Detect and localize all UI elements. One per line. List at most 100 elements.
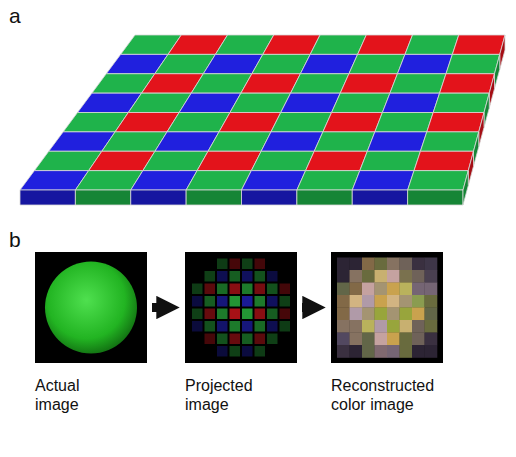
- reconstructed-pixel: [337, 295, 350, 308]
- reconstructed-pixel: [350, 320, 363, 333]
- sensor-pixel: [255, 309, 266, 320]
- image-ground: [35, 252, 147, 363]
- reconstructed-pixel: [387, 295, 400, 308]
- reconstructed-pixel: [425, 283, 438, 296]
- sensor-pixel: [192, 321, 203, 332]
- reconstructed-pixel: [350, 270, 363, 283]
- filter-cell: [300, 54, 357, 73]
- block-arrow: [302, 303, 314, 312]
- filter-cell: [340, 74, 397, 93]
- filter-cell: [281, 93, 340, 112]
- image-panel: Reconstructed color image: [331, 252, 443, 363]
- sensor-pixel: [217, 321, 228, 332]
- filter-side-face: [463, 171, 468, 205]
- filter-cell: [197, 151, 261, 170]
- reconstructed-pixel: [412, 295, 425, 308]
- filter-front-face: [186, 190, 241, 205]
- filter-cell: [208, 132, 271, 151]
- sensor-pixel: [242, 296, 253, 307]
- reconstructed-pixel: [337, 320, 350, 333]
- sensor-pixel: [192, 296, 203, 307]
- reconstructed-pixel: [412, 320, 425, 333]
- reconstructed-pixel: [362, 283, 375, 296]
- filter-cell: [332, 93, 390, 112]
- sensor-pixel: [217, 259, 228, 270]
- filter-cell: [420, 132, 478, 151]
- sensor-pixel: [217, 346, 228, 357]
- reconstructed-pixel: [350, 345, 363, 358]
- sensor-pixel: [242, 334, 253, 345]
- filter-cell: [306, 151, 368, 170]
- filter-cell: [382, 93, 439, 112]
- filter-side-face: [495, 54, 500, 88]
- reconstructed-pixel: [350, 295, 363, 308]
- reconstructed-pixel: [337, 333, 350, 346]
- sensor-pixel: [242, 321, 253, 332]
- reconstructed-pixel: [425, 320, 438, 333]
- reconstructed-pixel: [400, 320, 413, 333]
- image-picture: [35, 252, 147, 363]
- filter-cell: [405, 35, 459, 54]
- reconstructed-pixel: [400, 258, 413, 271]
- filter-cell: [219, 113, 281, 132]
- reconstructed-pixel: [362, 258, 375, 271]
- reconstructed-pixel: [425, 270, 438, 283]
- filter-cell: [230, 93, 291, 112]
- sensor-pixel: [255, 321, 266, 332]
- filter-front-face: [75, 190, 130, 205]
- filter-front-face: [408, 190, 463, 205]
- sensor-pixel: [255, 284, 266, 295]
- reconstructed-pixel: [400, 295, 413, 308]
- panel-letter: b: [9, 228, 21, 252]
- reconstructed-pixel: [425, 295, 438, 308]
- sensor-pixel: [230, 271, 241, 282]
- sensor-pixel: [192, 284, 203, 295]
- sensor-pixel: [255, 346, 266, 357]
- reconstructed-pixel: [362, 308, 375, 321]
- filter-cell: [367, 132, 426, 151]
- reconstructed-pixel: [375, 270, 388, 283]
- sensor-pixel: [230, 334, 241, 345]
- filter-cell: [310, 35, 366, 54]
- sensor-pixel: [205, 321, 216, 332]
- filter-cell: [433, 93, 489, 112]
- sensor-pixel: [205, 296, 216, 307]
- image-picture: [331, 252, 443, 363]
- reconstructed-pixel: [400, 333, 413, 346]
- reconstructed-pixel: [412, 308, 425, 321]
- reconstructed-pixel: [362, 270, 375, 283]
- sensor-pixel: [205, 271, 216, 282]
- reconstructed-pixel: [425, 308, 438, 321]
- filter-side-face: [474, 132, 479, 166]
- reconstructed-pixel: [375, 333, 388, 346]
- sensor-pixel: [267, 296, 278, 307]
- sensor-pixel: [242, 259, 253, 270]
- reconstructed-pixel: [337, 283, 350, 296]
- image-panel: Actual image: [35, 252, 147, 363]
- reconstructed-pixel: [337, 258, 350, 271]
- filter-side-face: [484, 93, 489, 127]
- sensor-pixel: [217, 334, 228, 345]
- filter-cell: [446, 54, 500, 73]
- filter-cell: [241, 74, 300, 93]
- filter-cell: [360, 151, 421, 170]
- reconstructed-pixel: [375, 258, 388, 271]
- filter-cell: [452, 35, 505, 54]
- sensor-pixel: [242, 309, 253, 320]
- image-caption: Projected image: [185, 376, 280, 414]
- sensor-pixel: [267, 271, 278, 282]
- reconstructed-pixel: [412, 283, 425, 296]
- sensor-pixel: [205, 309, 216, 320]
- reconstructed-pixel: [362, 333, 375, 346]
- reconstructed-pixel: [375, 295, 388, 308]
- filter-cell: [251, 151, 314, 170]
- sensor-pixel: [255, 271, 266, 282]
- sensor-pixel: [267, 321, 278, 332]
- filter-cell: [291, 74, 349, 93]
- filter-cell: [242, 171, 306, 190]
- filter-cell: [375, 113, 433, 132]
- reconstructed-pixel: [350, 283, 363, 296]
- reconstructed-pixel: [400, 345, 413, 358]
- filter-cell: [297, 171, 360, 190]
- sensor-pixel: [242, 284, 253, 295]
